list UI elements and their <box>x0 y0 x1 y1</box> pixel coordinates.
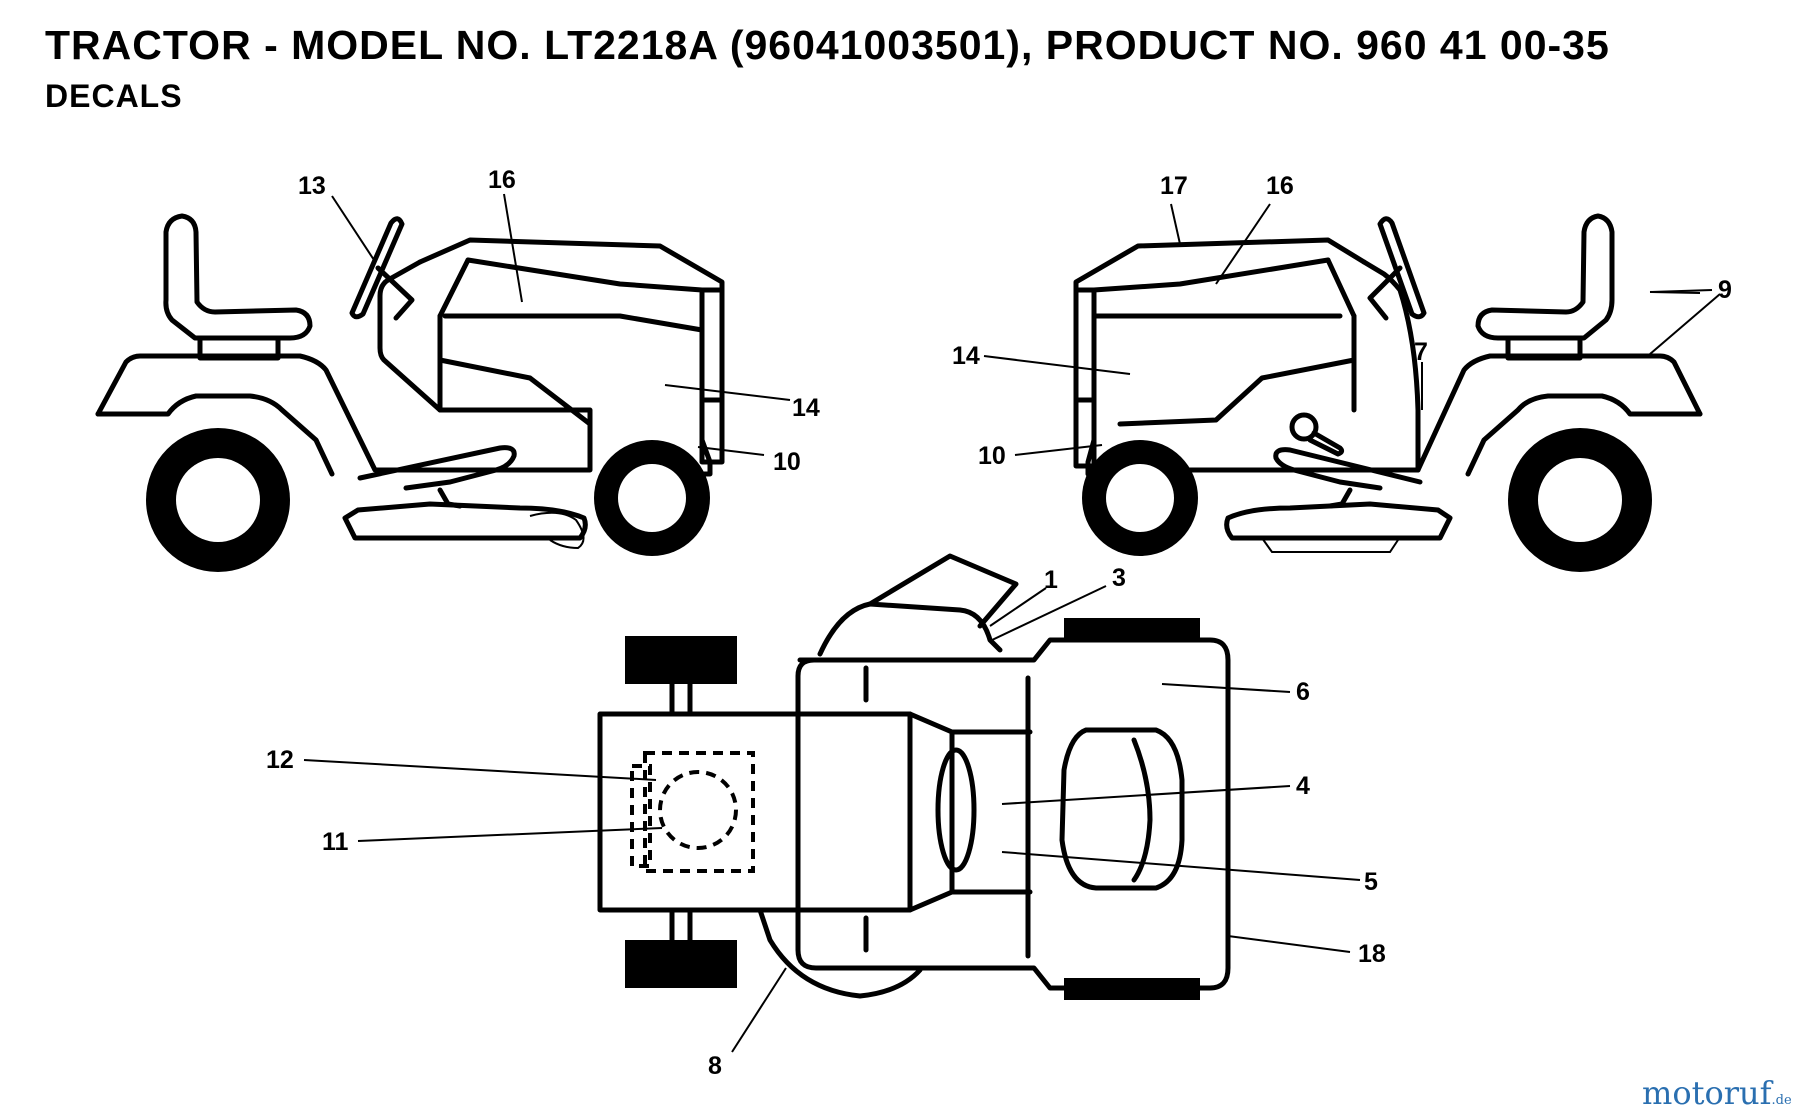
callout-5: 5 <box>1364 868 1378 896</box>
tractor-right-side-view <box>1073 213 1703 572</box>
callout-14-right: 14 <box>952 342 980 370</box>
callout-1: 1 <box>1044 566 1058 594</box>
callout-16-right: 16 <box>1266 172 1294 200</box>
callout-10-right: 10 <box>978 442 1006 470</box>
callout-7: 7 <box>1414 338 1428 366</box>
callout-13: 13 <box>298 172 326 200</box>
callout-8: 8 <box>708 1052 722 1080</box>
callout-9: 9 <box>1718 276 1732 304</box>
callout-17: 17 <box>1160 172 1188 200</box>
page-subtitle: DECALS <box>45 78 183 114</box>
callout-11: 11 <box>322 828 349 856</box>
leader-lines <box>303 193 1721 1053</box>
watermark-logo: motoruf.de <box>1642 1074 1792 1112</box>
callout-18: 18 <box>1358 940 1386 968</box>
callout-16-left: 16 <box>488 166 516 194</box>
tractor-top-view <box>597 553 1231 1000</box>
callout-6: 6 <box>1296 678 1310 706</box>
tractor-left-side-view <box>95 213 725 572</box>
callout-12: 12 <box>266 746 294 774</box>
page-title: TRACTOR - MODEL NO. LT2218A (96041003501… <box>45 22 1610 68</box>
callout-4: 4 <box>1296 772 1310 800</box>
callout-labels: 13 16 14 10 17 16 14 10 7 9 1 3 6 4 5 18… <box>266 166 1732 1080</box>
callout-3: 3 <box>1112 564 1126 592</box>
callout-14-left: 14 <box>792 394 820 422</box>
callout-10-left: 10 <box>773 448 801 476</box>
